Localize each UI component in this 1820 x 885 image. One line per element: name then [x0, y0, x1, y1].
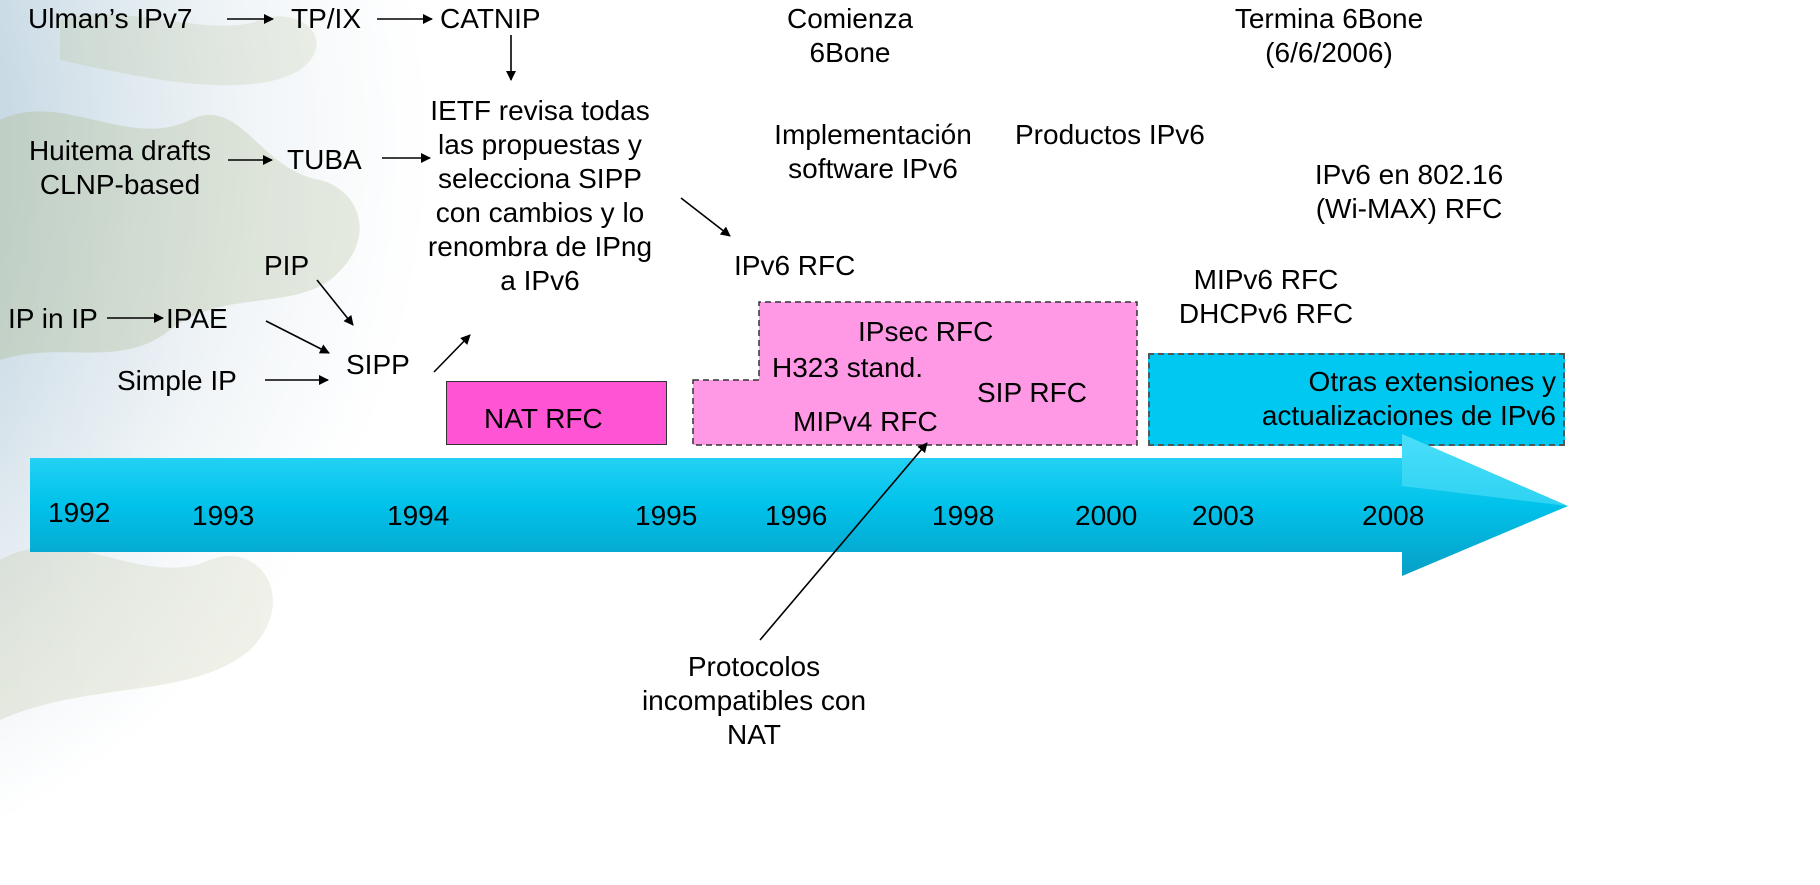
label-dhcpv6-rfc: DHCPv6 RFC — [1178, 298, 1354, 329]
label-ip-in-ip: IP in IP — [8, 303, 98, 334]
label-impl-line1: Implementación — [774, 119, 972, 150]
label-ulman-ipv7: Ulman’s IPv7 — [28, 3, 193, 34]
label-proto-line1: Protocolos — [687, 651, 821, 682]
label-ietf-line4: con cambios y lo — [435, 197, 645, 228]
label-huitema: Huitema drafts CLNP-based — [14, 134, 226, 202]
label-ietf-line2: las propuestas y — [438, 129, 642, 160]
year-1998: 1998 — [932, 500, 995, 531]
nat-rfc-box — [446, 381, 667, 445]
label-ietf-revisa: IETF revisa todas las propuestas y selec… — [402, 94, 678, 298]
label-comienza-line2: 6Bone — [809, 37, 891, 68]
label-simple-ip: Simple IP — [117, 365, 237, 396]
year-1995: 1995 — [635, 500, 698, 531]
label-impl-line2: software IPv6 — [788, 153, 958, 184]
label-termina-line2: (6/6/2006) — [1265, 37, 1393, 68]
label-ipsec-rfc: IPsec RFC — [858, 316, 994, 347]
label-comienza-line1: Comienza — [786, 3, 914, 34]
label-ietf-line3: selecciona SIPP — [438, 163, 642, 194]
label-ipv6-rfc: IPv6 RFC — [734, 250, 856, 281]
label-mipv6-dhcpv6: MIPv6 RFC DHCPv6 RFC — [1160, 263, 1372, 331]
year-2000: 2000 — [1075, 500, 1138, 531]
label-otras-line1: Otras extensiones y — [1308, 366, 1556, 397]
rfc-group-box — [692, 301, 1138, 446]
label-implementacion: Implementación software IPv6 — [755, 118, 991, 186]
label-otras-line2: actualizaciones de IPv6 — [1261, 400, 1556, 431]
ipv6-extensions-box — [1148, 353, 1565, 446]
label-huitema-line2: CLNP-based — [39, 169, 201, 200]
label-pip: PIP — [264, 250, 310, 281]
label-ipv6-802-16: IPv6 en 802.16 (Wi-MAX) RFC — [1290, 158, 1528, 226]
label-otras-extensiones: Otras extensiones y actualizaciones de I… — [1160, 365, 1556, 433]
label-protocolos-incompatibles: Protocolos incompatibles con NAT — [614, 650, 894, 752]
year-1994: 1994 — [387, 500, 450, 531]
timeline-arrow — [30, 434, 1568, 576]
label-wimax-line1: IPv6 en 802.16 — [1314, 159, 1504, 190]
year-2008: 2008 — [1362, 500, 1425, 531]
label-catnip: CATNIP — [440, 3, 541, 34]
label-tpix: TP/IX — [291, 3, 362, 34]
year-2003: 2003 — [1192, 500, 1255, 531]
label-proto-line3: NAT — [727, 719, 781, 750]
label-comienza-6bone: Comienza 6Bone — [760, 2, 940, 70]
label-termina-6bone: Termina 6Bone (6/6/2006) — [1216, 2, 1442, 70]
label-mipv4-rfc: MIPv4 RFC — [793, 406, 938, 437]
label-termina-line1: Termina 6Bone — [1234, 3, 1424, 34]
label-ietf-line6: a IPv6 — [500, 265, 580, 296]
label-tuba: TUBA — [287, 144, 362, 175]
label-ietf-line5: renombra de IPng — [427, 231, 653, 262]
label-productos-ipv6: Productos IPv6 — [1015, 119, 1205, 150]
year-1996: 1996 — [765, 500, 828, 531]
label-ietf-line1: IETF revisa todas — [430, 95, 650, 126]
label-mipv6-rfc: MIPv6 RFC — [1193, 264, 1339, 295]
label-ipae: IPAE — [166, 303, 228, 334]
label-proto-line2: incompatibles con — [641, 685, 867, 716]
label-sip-rfc: SIP RFC — [977, 377, 1087, 408]
label-wimax-line2: (Wi-MAX) RFC — [1315, 193, 1503, 224]
label-h323-stand: H323 stand. — [772, 352, 923, 383]
label-sipp: SIPP — [346, 349, 410, 380]
year-1992: 1992 — [48, 497, 111, 528]
label-nat-rfc: NAT RFC — [484, 403, 603, 434]
label-huitema-line1: Huitema drafts — [28, 135, 212, 166]
year-1993: 1993 — [192, 500, 255, 531]
